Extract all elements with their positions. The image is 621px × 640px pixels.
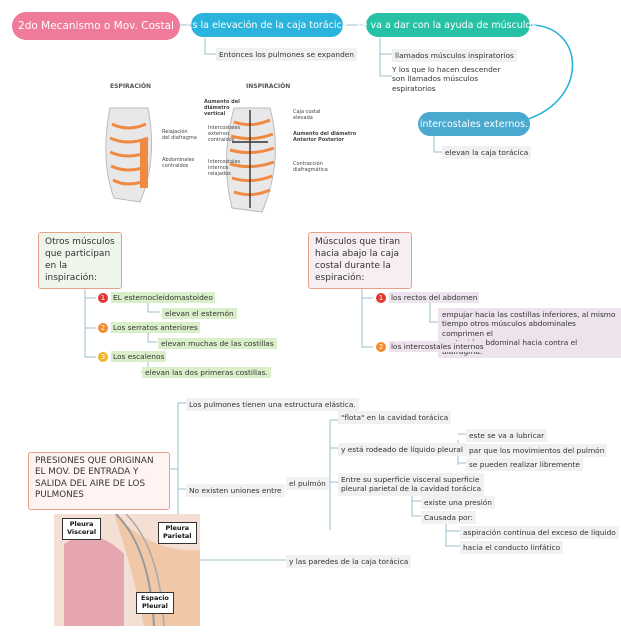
title-pill: 2do Mecanismo o Mov. Costal: [12, 12, 180, 40]
otros-desc-1: elevan el esternón: [162, 308, 237, 320]
tiran-desc-1: empujar hacia las costillas inferiores, …: [438, 308, 621, 359]
rib-cages: [105, 107, 276, 213]
libremente-note: se pueden realizar libremente: [466, 458, 583, 472]
expiration-title: ESPIRACIÓN: [110, 83, 152, 90]
elevation-pill: Es la elevación de la caja torácica: [187, 13, 348, 37]
expiratory-line-1: Y los que lo hacen descender: [392, 65, 501, 74]
expiratory-note: Y los que lo hacen descender son llamado…: [392, 65, 500, 93]
otros-desc-2: elevan muchas de las costillas: [158, 338, 277, 350]
help-pill: se va a dar con la ayuda de músculos.: [357, 13, 539, 37]
movimientos-note: par que los movimientos del pulmón: [466, 444, 608, 458]
otros-desc-3: elevan las dos primeras costillas.: [142, 367, 271, 379]
expiratory-line-3: espiratorios: [392, 83, 436, 93]
presion-note: existe una presión: [421, 496, 495, 510]
inspiration-title: INSPIRACIÓN: [246, 83, 291, 90]
elastic-note: Los pulmones tienen una estructura elást…: [186, 398, 359, 412]
lubricar-note: este se va a lubricar: [466, 429, 548, 443]
lungs-expand-note: Entonces los pulmones se expanden: [216, 48, 357, 62]
pulmon-note: el pulmón: [286, 477, 329, 491]
flota-note: "flota" en la cavidad torácica: [338, 411, 452, 425]
inspiration-cage: [225, 107, 276, 213]
paredes-note: y las paredes de la caja torácica: [286, 555, 412, 569]
no-unions-note: No existen uniones entre: [186, 484, 285, 498]
expiratory-line-2: son llamados músculos: [392, 74, 479, 84]
linfatico-note: hacia el conducto linfático: [460, 541, 564, 555]
inspiratory-note: llamados músculos inspiratorios: [392, 49, 517, 63]
elevate-cage-note: elevan la caja torácica: [442, 146, 532, 160]
aspiracion-note: aspiración continua del exceso de líquid…: [460, 526, 619, 540]
rodeado-note: y está rodeado de líquido pleural: [338, 443, 466, 457]
intercostal-pill: intercostales externos.: [418, 112, 530, 136]
expiration-cage: [105, 107, 153, 203]
causada-note: Causada por:: [421, 511, 476, 525]
